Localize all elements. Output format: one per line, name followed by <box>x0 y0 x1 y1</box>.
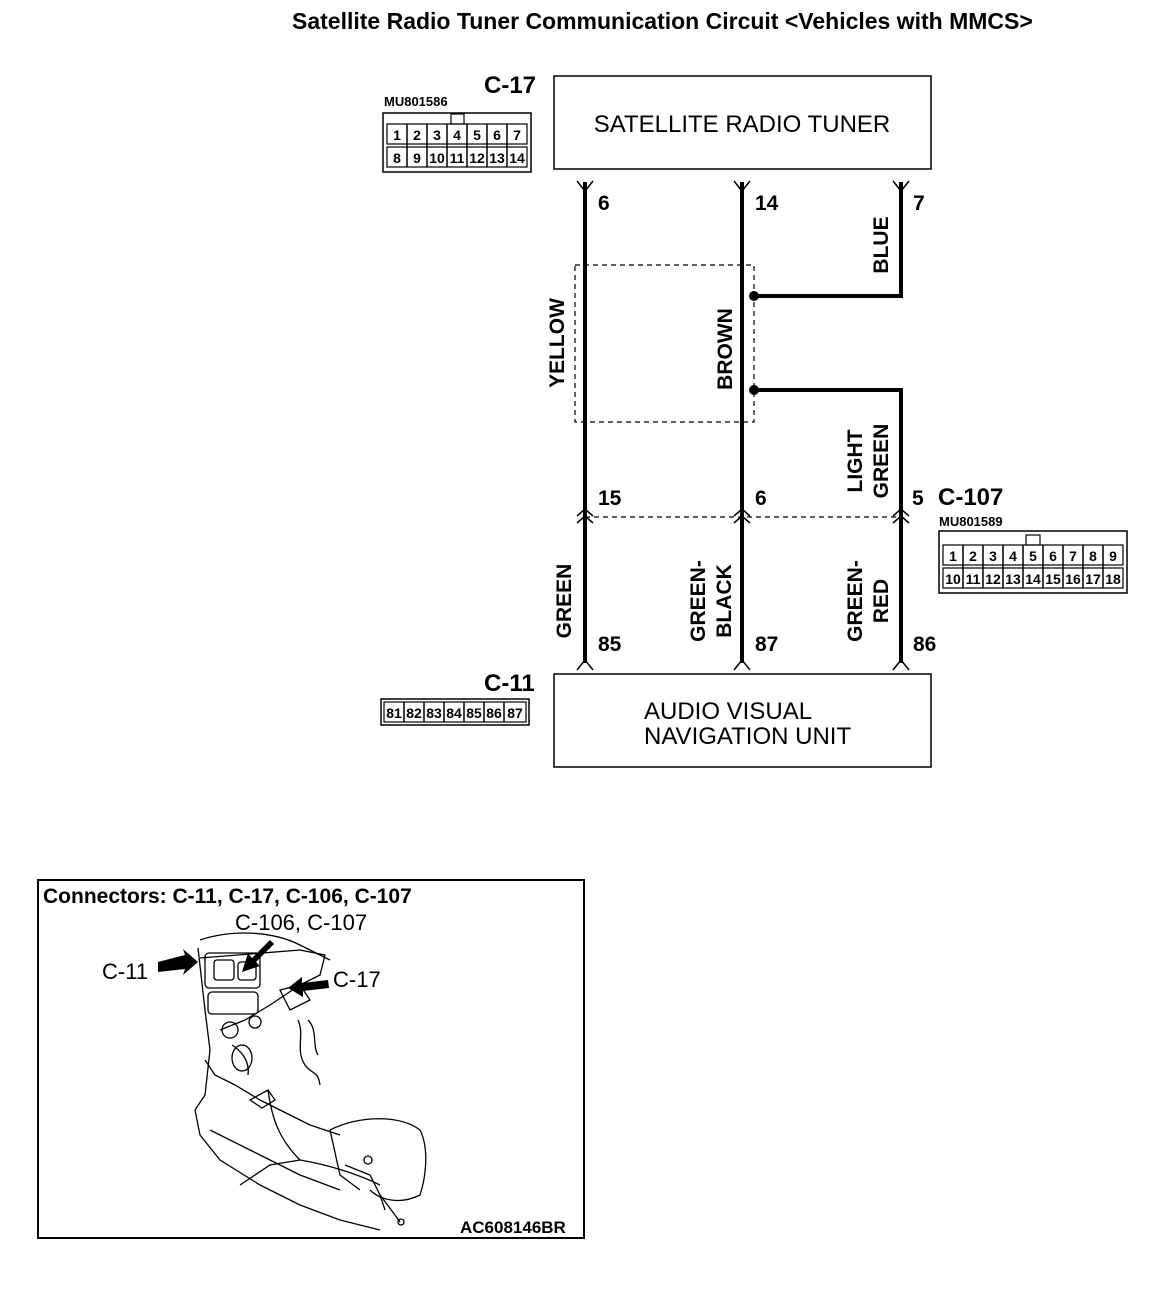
avn-label-line1: AUDIO VISUAL <box>644 698 812 725</box>
c11-cell: 87 <box>507 705 523 721</box>
connector-c17-part-number: MU801586 <box>384 94 448 109</box>
c17-cell: 2 <box>413 127 421 143</box>
wire-color-label: YELLOW <box>546 298 569 388</box>
c17-cell: 4 <box>453 127 461 143</box>
c17-cell: 14 <box>509 150 525 166</box>
pin-number: 15 <box>598 487 622 510</box>
c107-cell: 10 <box>945 571 961 587</box>
terminal-chevron <box>576 658 594 671</box>
c17-cell: 7 <box>513 127 521 143</box>
wire-color-label: GREEN- <box>687 560 710 642</box>
c107-cell: 1 <box>949 548 957 564</box>
c107-cell: 4 <box>1009 548 1017 564</box>
illustration-code: AC608146BR <box>460 1218 566 1237</box>
c17-cell: 9 <box>413 150 421 166</box>
c107-cell: 14 <box>1025 571 1041 587</box>
c107-cell: 13 <box>1005 571 1021 587</box>
wire-color-label: GREEN <box>870 424 893 499</box>
console-illustration <box>194 932 427 1231</box>
shielded-section <box>574 264 755 423</box>
connector-c17-face <box>382 112 532 173</box>
diagram-title: Satellite Radio Tuner Communication Circ… <box>292 8 1033 34</box>
pin-number: 14 <box>755 192 779 215</box>
c107-cell: 6 <box>1049 548 1057 564</box>
arrow-c17-icon <box>288 977 329 997</box>
c107-cell: 18 <box>1105 571 1121 587</box>
connector-c107-face <box>938 530 1128 594</box>
c17-cell: 6 <box>493 127 501 143</box>
c11-cell: 84 <box>446 705 462 721</box>
c17-cell: 10 <box>429 150 445 166</box>
c107-cell: 11 <box>966 571 981 587</box>
connector-c17-id: C-17 <box>484 72 536 99</box>
c107-cell: 3 <box>989 548 997 564</box>
pin-number: 85 <box>598 633 622 656</box>
pin-number: 86 <box>913 633 936 656</box>
arrow-c106-c107-icon <box>242 940 274 972</box>
satellite-radio-tuner-label: SATELLITE RADIO TUNER <box>594 111 891 138</box>
c17-cell: 12 <box>469 150 485 166</box>
wire-blue <box>754 182 903 298</box>
c107-cell: 16 <box>1065 571 1081 587</box>
c11-cell: 81 <box>386 705 402 721</box>
wire-color-label: BLUE <box>870 216 893 273</box>
connector-c107-part-number: MU801589 <box>939 514 1003 529</box>
c11-cell: 86 <box>486 705 502 721</box>
c107-cell: 8 <box>1089 548 1097 564</box>
c107-cell: 15 <box>1045 571 1061 587</box>
c107-cell: 12 <box>985 571 1001 587</box>
c107-cell: 7 <box>1069 548 1077 564</box>
wire-color-label: RED <box>870 579 893 623</box>
c11-cell: 83 <box>426 705 442 721</box>
c17-cell: 1 <box>393 127 401 143</box>
c11-cell: 85 <box>466 705 482 721</box>
location-label-c106-c107: C-106, C-107 <box>235 910 367 935</box>
pin-number: 87 <box>755 633 778 656</box>
c107-cell: 17 <box>1085 571 1101 587</box>
c107-cell: 9 <box>1109 548 1117 564</box>
c17-cell: 5 <box>473 127 481 143</box>
c17-cell: 11 <box>450 150 465 166</box>
splice-point <box>749 385 759 395</box>
connector-c11-id: C-11 <box>484 670 535 697</box>
pin-number: 6 <box>755 487 767 510</box>
wire-color-label: GREEN- <box>844 560 867 642</box>
junction-chevrons <box>576 508 910 524</box>
c17-cell: 13 <box>489 150 505 166</box>
terminal-chevron <box>733 658 751 671</box>
c17-cell: 8 <box>393 150 401 166</box>
terminal-chevron <box>892 658 910 671</box>
pin-number: 7 <box>913 192 925 215</box>
location-label-c17: C-17 <box>333 967 381 992</box>
c107-cell: 2 <box>969 548 977 564</box>
c17-cell: 3 <box>433 127 441 143</box>
pin-number: 6 <box>598 192 610 215</box>
c11-cell: 82 <box>406 705 422 721</box>
connector-c107-id: C-107 <box>938 484 1003 511</box>
wire-color-label: BROWN <box>714 308 737 390</box>
arrow-c11-icon <box>158 949 198 975</box>
avn-label-line2: NAVIGATION UNIT <box>644 723 851 750</box>
c107-cell: 5 <box>1029 548 1037 564</box>
wire-color-label: LIGHT <box>844 429 867 492</box>
connector-location-title: Connectors: C-11, C-17, C-106, C-107 <box>43 885 412 908</box>
satellite-radio-tuner-box <box>553 75 932 170</box>
wire-light-green-green-red <box>754 388 903 663</box>
connector-location-panel <box>37 879 585 1239</box>
connector-c11-face <box>380 698 530 726</box>
wire-color-label: BLACK <box>713 564 736 638</box>
location-label-c11: C-11 <box>102 959 148 984</box>
pin-number: 5 <box>912 487 924 510</box>
audio-visual-navigation-unit-box <box>553 673 932 768</box>
wire-color-label: GREEN <box>553 564 576 639</box>
